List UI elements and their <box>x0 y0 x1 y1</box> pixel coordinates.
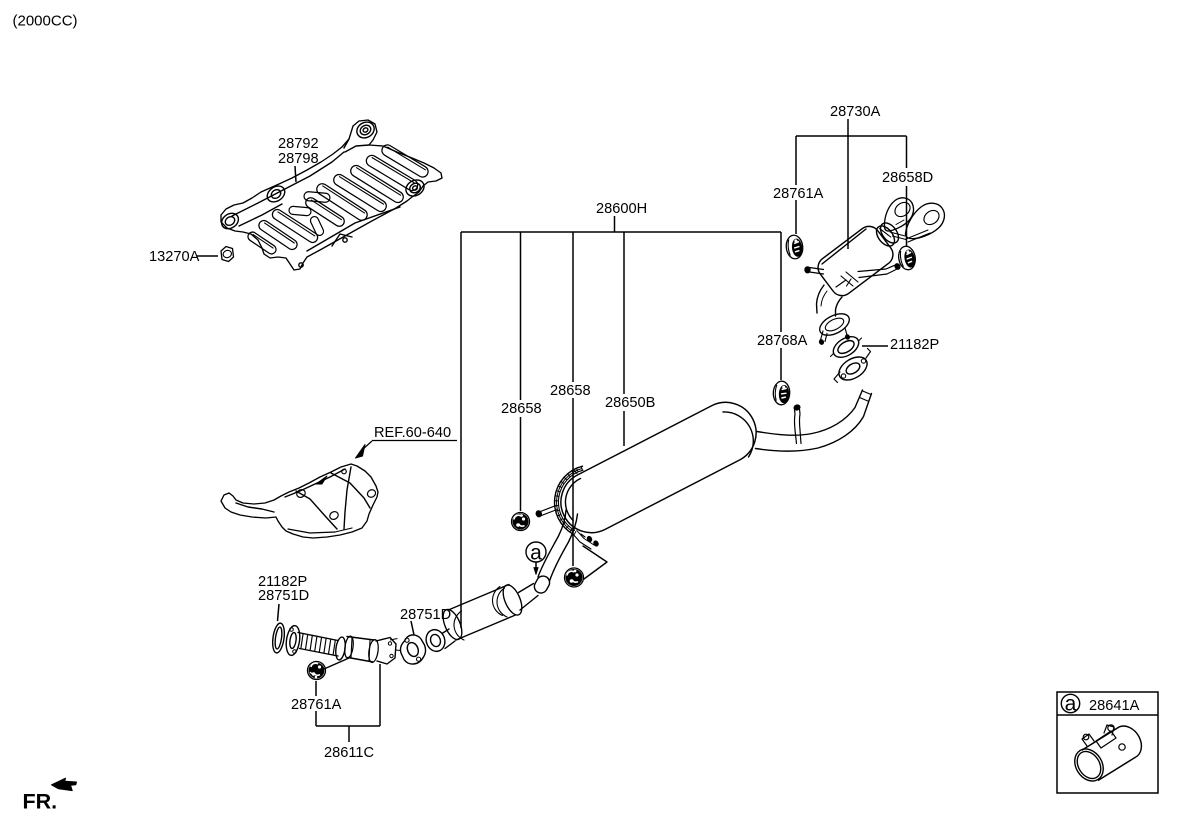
svg-text:28751D: 28751D <box>258 588 309 604</box>
svg-text:28600H: 28600H <box>596 201 647 217</box>
svg-text:21182P: 21182P <box>890 337 939 353</box>
svg-text:28792: 28792 <box>278 136 319 152</box>
svg-text:(2000CC): (2000CC) <box>13 13 78 30</box>
svg-text:28730A: 28730A <box>830 104 881 120</box>
svg-text:28768A: 28768A <box>757 333 808 349</box>
svg-text:a: a <box>1065 693 1077 716</box>
svg-text:28611C: 28611C <box>324 745 374 761</box>
svg-text:FR.: FR. <box>23 790 58 814</box>
svg-text:28761A: 28761A <box>773 186 824 202</box>
svg-text:28761A: 28761A <box>291 697 342 713</box>
svg-text:28751D: 28751D <box>400 607 451 623</box>
svg-text:13270A: 13270A <box>149 249 200 265</box>
svg-text:28641A: 28641A <box>1089 698 1140 714</box>
svg-text:28798: 28798 <box>278 151 319 167</box>
svg-text:28650B: 28650B <box>605 395 655 411</box>
svg-text:a: a <box>530 542 542 565</box>
svg-text:28658D: 28658D <box>882 170 933 186</box>
svg-text:28658: 28658 <box>501 401 542 417</box>
svg-text:21182P: 21182P <box>258 574 307 590</box>
svg-text:REF.60-640: REF.60-640 <box>374 425 451 441</box>
svg-text:28658: 28658 <box>550 383 591 399</box>
